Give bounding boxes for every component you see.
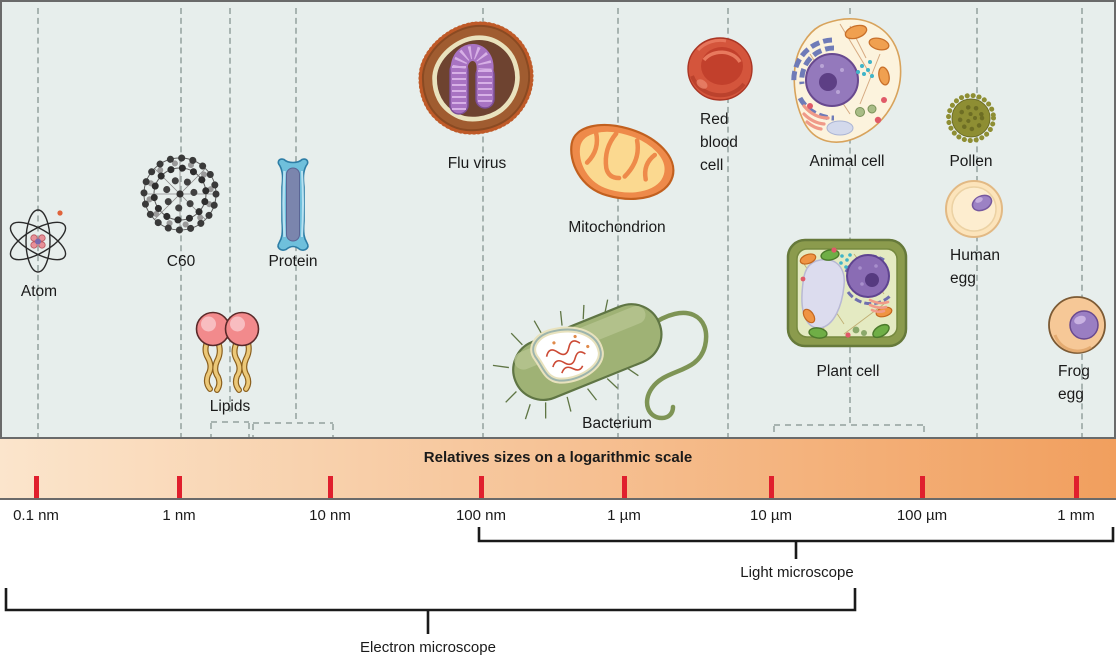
bacterium-label: Bacterium (582, 415, 652, 432)
protein-label: Protein (268, 253, 318, 270)
scale-tick-label: 10 µm (750, 507, 792, 524)
animal-cell-label: Animal cell (809, 153, 885, 170)
plant-cell-icon (786, 238, 908, 348)
human-egg-label: Human egg (950, 247, 1000, 287)
dashed-guide-line (727, 8, 729, 439)
scale-tick-label: 100 nm (455, 507, 507, 524)
frog-egg-icon (1048, 296, 1106, 354)
frog-egg-label: Frog egg (1058, 363, 1090, 403)
pollen-label: Pollen (949, 153, 993, 170)
dashed-guide-line (617, 8, 619, 439)
electron-microscope-bracket (4, 588, 857, 634)
scale-tick-label: 1 nm (162, 507, 196, 524)
c60-label: C60 (166, 253, 196, 270)
dashed-guide-line (1081, 8, 1083, 439)
bacterium-icon (492, 299, 709, 421)
scale-tick-label: 10 nm (309, 507, 351, 524)
scale-tick-label: 100 µm (896, 507, 948, 524)
pollen-icon (946, 93, 996, 143)
human-egg-icon (945, 180, 1003, 238)
atom-label: Atom (20, 283, 58, 300)
dashed-guide-line (849, 8, 851, 423)
scale-tick (33, 476, 39, 498)
dashed-guide-line (37, 8, 39, 439)
light-microscope-bracket (477, 527, 1115, 559)
animal-cell-icon (791, 18, 902, 143)
scale-tick (621, 476, 627, 498)
mitochondrion-label: Mitochondrion (568, 219, 666, 236)
lipids-label: Lipids (209, 398, 251, 415)
microscope-brackets (4, 527, 1115, 634)
flu-virus-label: Flu virus (447, 155, 507, 172)
lipids-icon (195, 311, 260, 393)
scale-tick (919, 476, 925, 498)
c60-molecule-icon (140, 154, 220, 234)
scale-tick-label: 1 mm (1057, 507, 1095, 524)
mitochondrion-icon (559, 114, 683, 213)
dashed-guide-line (482, 8, 484, 439)
scale-tick (176, 476, 182, 498)
scale-tick-label: 1 µm (607, 507, 641, 524)
flu-virus-icon (410, 18, 542, 144)
red-blood-cell-icon (687, 37, 753, 101)
atom-icon (9, 209, 67, 273)
diagram-panel: Atom C60 Protein Lipids Flu virus Mitoch… (0, 0, 1116, 439)
protein-icon (277, 158, 309, 251)
red-blood-cell-label: Red blood cell (700, 111, 738, 174)
scale-band: Relatives sizes on a logarithmic scale (0, 437, 1116, 500)
plant-cell-label: Plant cell (816, 363, 880, 380)
scale-tick (478, 476, 484, 498)
light-microscope-label: Light microscope (740, 564, 854, 581)
scale-band-title: Relatives sizes on a logarithmic scale (423, 449, 693, 466)
dashed-guide-line (229, 8, 231, 412)
dashed-guide-line (180, 8, 182, 439)
electron-microscope-label: Electron microscope (360, 639, 496, 656)
scale-tick-label: 0.1 nm (13, 507, 59, 524)
scale-tick (327, 476, 333, 498)
scale-tick (768, 476, 774, 498)
scale-tick (1073, 476, 1079, 498)
